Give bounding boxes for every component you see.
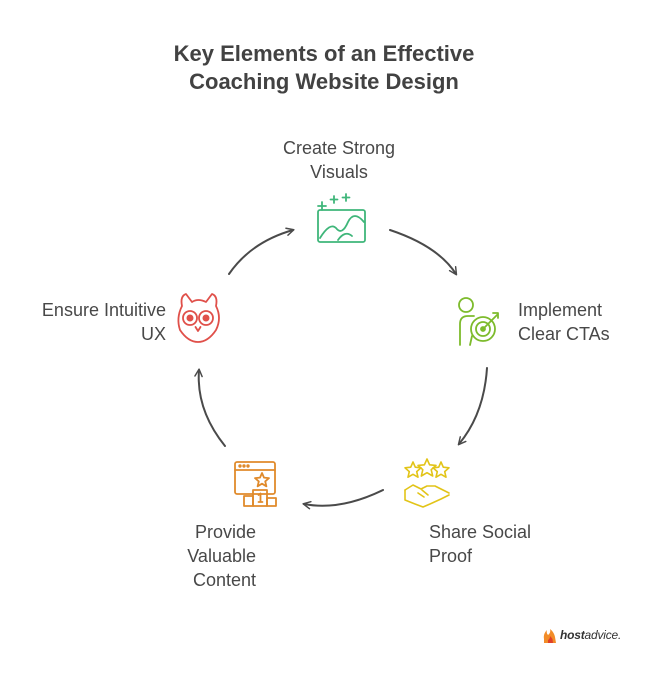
label-line: Clear CTAs bbox=[518, 324, 610, 344]
label-line: UX bbox=[140, 324, 166, 344]
arrow-social-to-content bbox=[302, 489, 384, 510]
step-label-share-social-proof: Share Social Proof bbox=[429, 520, 531, 568]
step-label-ensure-intuitive-ux: Ensure Intuitive UX bbox=[14, 298, 166, 346]
title-line-2: Coaching Website Design bbox=[189, 69, 459, 94]
step-label-provide-valuable-content: Provide Valuable Content bbox=[146, 520, 256, 592]
arrow-ux-to-visuals bbox=[228, 227, 295, 275]
label-line: Implement bbox=[518, 300, 603, 320]
brand-suffix: . bbox=[618, 628, 622, 642]
brand-bold: host bbox=[560, 628, 585, 642]
diagram-title: Key Elements of an Effective Coaching We… bbox=[0, 40, 648, 96]
label-line: Visuals bbox=[310, 162, 368, 182]
arrow-ctas-to-social bbox=[457, 367, 488, 446]
landscape-sparkle-icon bbox=[317, 193, 366, 243]
label-line: Proof bbox=[429, 546, 473, 566]
brand-rest: advice bbox=[584, 628, 619, 642]
label-line: Content bbox=[192, 570, 256, 590]
hostadvice-logo: hostadvice. bbox=[540, 625, 621, 645]
label-line: Valuable bbox=[187, 546, 256, 566]
label-line: Ensure Intuitive bbox=[41, 300, 166, 320]
label-line: Create Strong bbox=[282, 138, 396, 158]
arrow-content-to-ux bbox=[194, 368, 226, 447]
arrow-visuals-to-ctas bbox=[389, 229, 458, 276]
label-line: Provide bbox=[194, 522, 256, 542]
owl-face-icon bbox=[177, 293, 220, 343]
person-target-icon bbox=[458, 297, 499, 346]
label-line: Share Social bbox=[429, 522, 532, 542]
webpage-award-icon bbox=[234, 461, 277, 507]
title-line-1: Key Elements of an Effective bbox=[173, 41, 475, 66]
step-label-implement-clear-ctas: Implement Clear CTAs bbox=[518, 298, 610, 346]
step-label-create-strong-visuals: Create Strong Visuals bbox=[234, 136, 444, 184]
brand-name: hostadvice. bbox=[560, 628, 621, 642]
flame-logo-icon bbox=[543, 629, 556, 643]
stars-handshake-icon bbox=[404, 458, 450, 508]
